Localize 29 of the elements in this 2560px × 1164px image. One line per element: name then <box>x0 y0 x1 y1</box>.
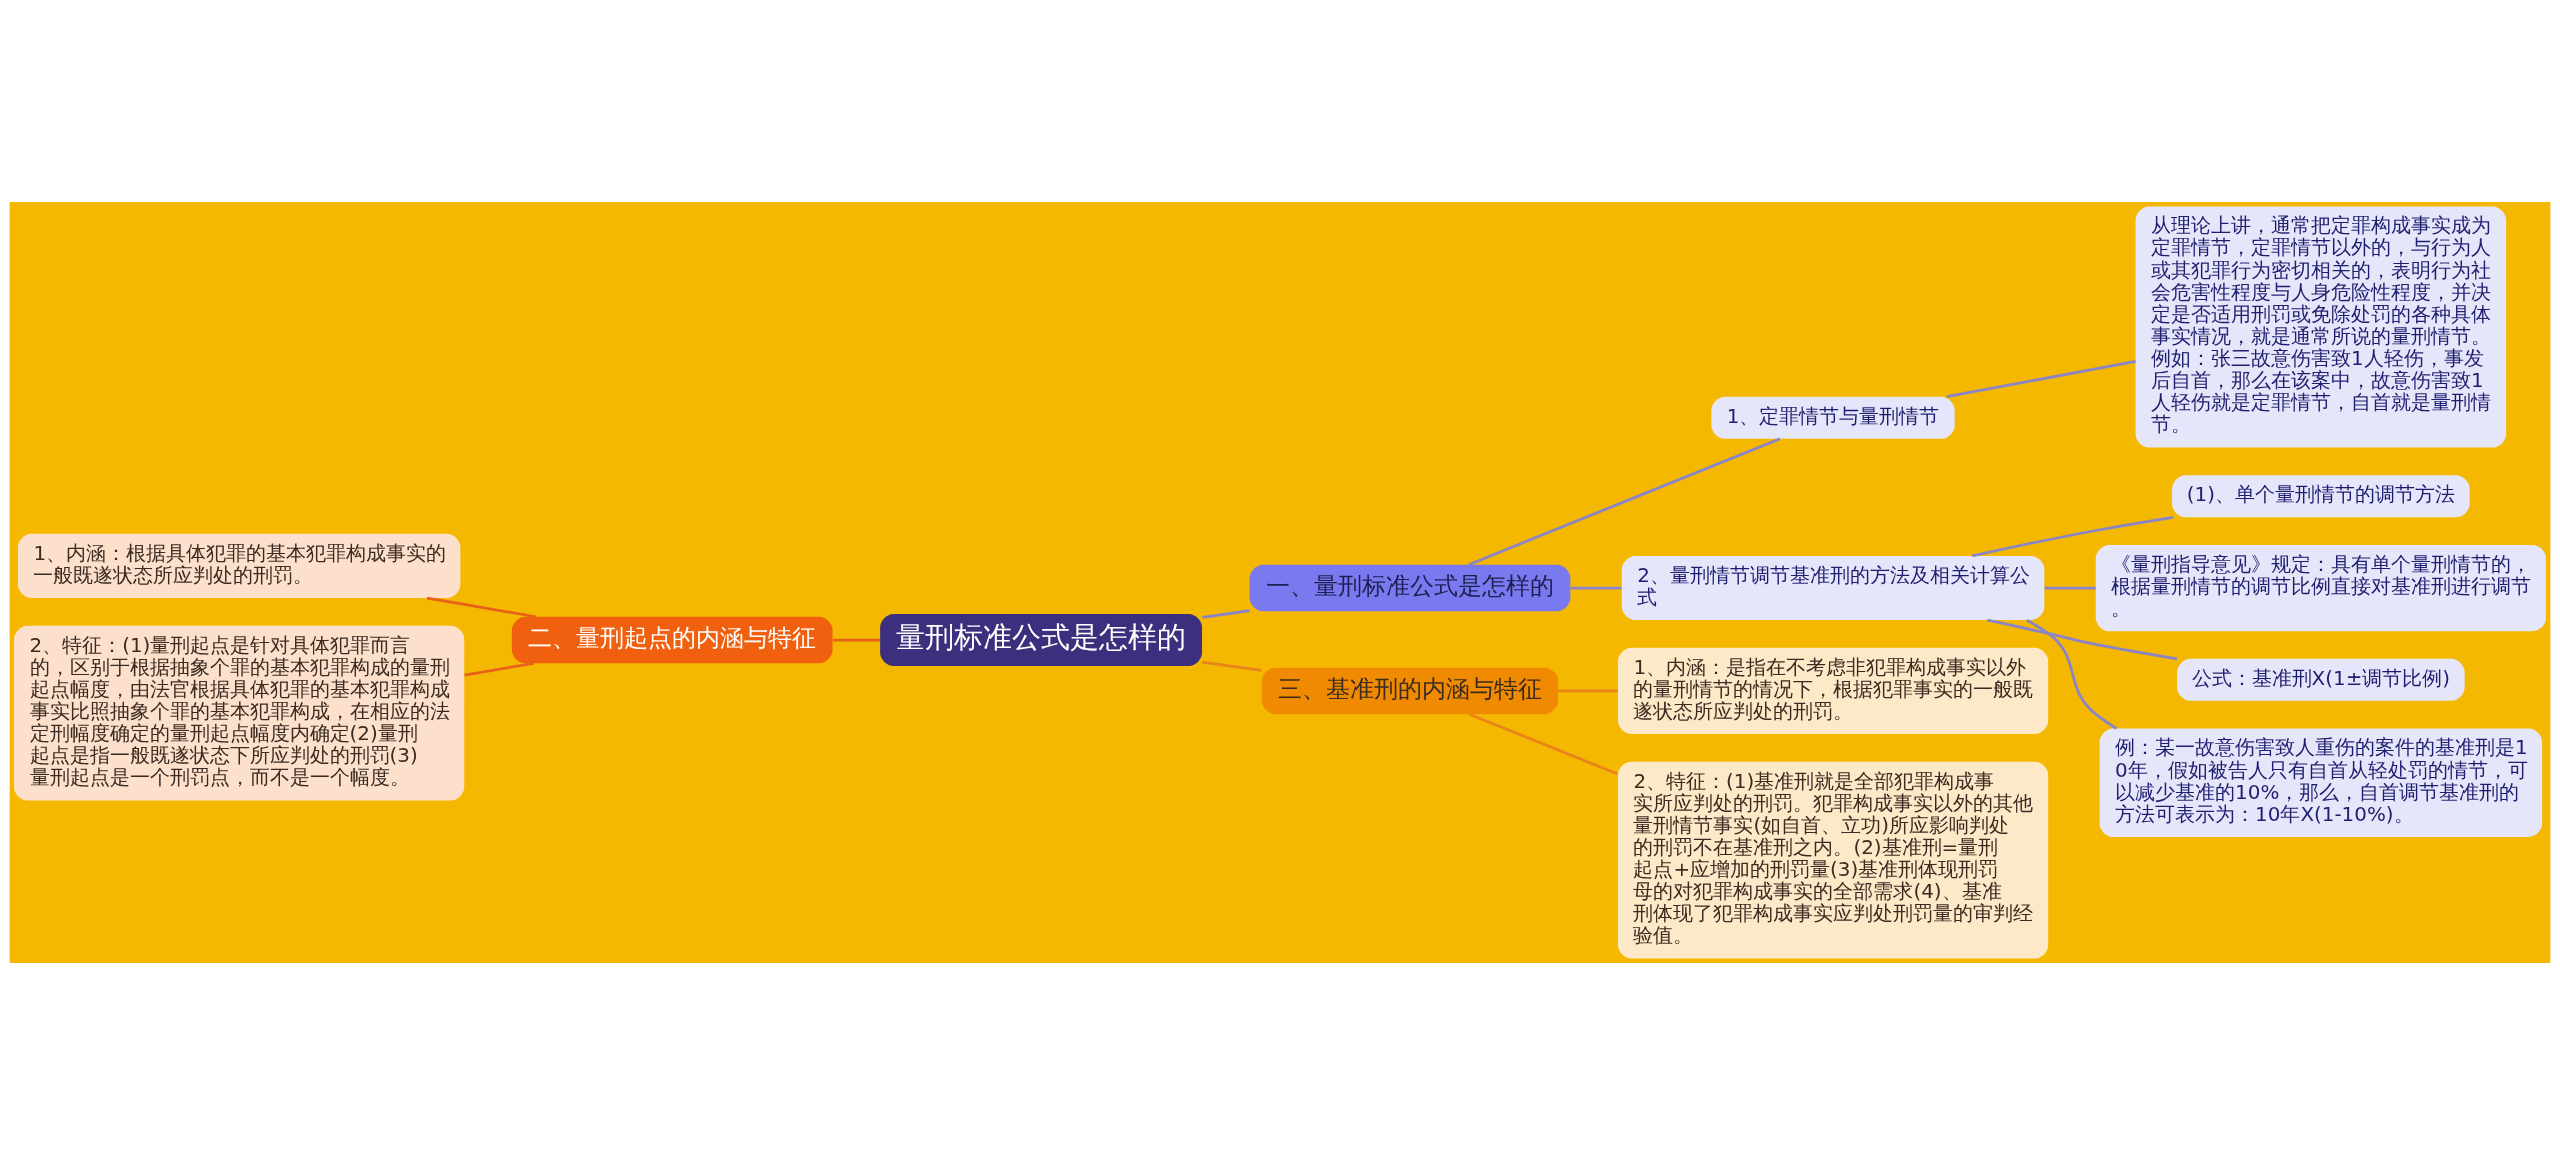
node-box: 2、特征：(1)量刑起点是针对具体犯罪而言的，区别于根据抽象个罪的基本犯罪构成的量刑起点幅度，由法官根据具体犯罪的基本犯罪构成事实比照抽象个罪的基本犯罪构成，在相应的法定刑幅度确定的量刑起点幅度内确定(2)量刑起点是指一般既遂状态下所应判处的刑罚(3)量刑起点是一个刑罚点，而不是一个幅度。 <box>14 625 465 800</box>
node-box: 2、量刑情节调节基准刑的方法及相关计算公式 <box>1621 555 2045 620</box>
connector <box>1202 660 1262 672</box>
connector <box>1570 586 1622 589</box>
connector <box>1946 359 2136 398</box>
connector <box>833 638 880 641</box>
node-box: 一、量刑标准公式是怎样的 <box>1249 564 1571 611</box>
connector <box>1987 618 2178 660</box>
connector <box>1468 436 1781 566</box>
connector <box>464 661 535 676</box>
connector <box>1468 712 1619 775</box>
connector <box>2026 618 2118 730</box>
connector <box>426 596 537 618</box>
node-box: 从理论上讲，通常把定罪构成事实成为定罪情节，定罪情节以外的，与行为人或其犯罪行为密切相关的，表明行为社会危害性程度与人身危险性程度，并决定是否适用刑罚或免除处罚的各种具体事实情况，就是通常所说的量刑情节。例如：张三故意伤害致1人轻伤，事发后自首，那么在该案中，故意伤害致1人轻伤就是定罪情节，自首就是量刑情节。 <box>2135 205 2507 448</box>
node-box: 二、量刑起点的内涵与特征 <box>511 616 833 663</box>
connector <box>1558 689 1618 692</box>
node-box: 公式：基准刑X(1±调节比例) <box>2177 658 2465 701</box>
connector <box>1202 608 1250 619</box>
node-box: (1)、单个量刑情节的调节方法 <box>2172 474 2470 517</box>
node-box: 1、内涵：是指在不考虑非犯罪构成事实以外的量刑情节的情况下，根据犯罪事实的一般既遂状态所应判处的刑罚。 <box>1617 647 2049 734</box>
node-box: 量刑标准公式是怎样的 <box>880 613 1202 666</box>
node-box: 三、基准刑的内涵与特征 <box>1261 667 1559 714</box>
connector <box>1972 515 2174 557</box>
node-box: 例：某一故意伤害致人重伤的案件的基准刑是10年，假如被告人只有自首从轻处罚的情节，可以减少基准的10%，那么，自首调节基准刑的方法可表示为：10年X(1-10%)。 <box>2099 728 2543 837</box>
connector <box>2044 586 2096 589</box>
node-box: 《量刑指导意见》规定：具有单个量刑情节的，根据量刑情节的调节比例直接对基准刑进行调节。 <box>2095 544 2546 631</box>
node-box: 2、特征：(1)基准刑就是全部犯罪构成事实所应判处的刑罚。犯罪构成事实以外的其他量刑情节事实(如自首、立功)所应影响判处的刑罚不在基准刑之内。(2)基准刑=量刑起点+应增加的刑罚量(3)基准刑体现刑罚母的对犯罪构成事实的全部需求(4)、基准刑体现了犯罪构成事实应判处刑罚量的审判经验值。 <box>1617 761 2049 959</box>
node-box: 1、内涵：根据具体犯罪的基本犯罪构成事实的一般既遂状态所应判处的刑罚。 <box>17 533 461 598</box>
node-box: 1、定罪情节与量刑情节 <box>1711 396 1955 439</box>
